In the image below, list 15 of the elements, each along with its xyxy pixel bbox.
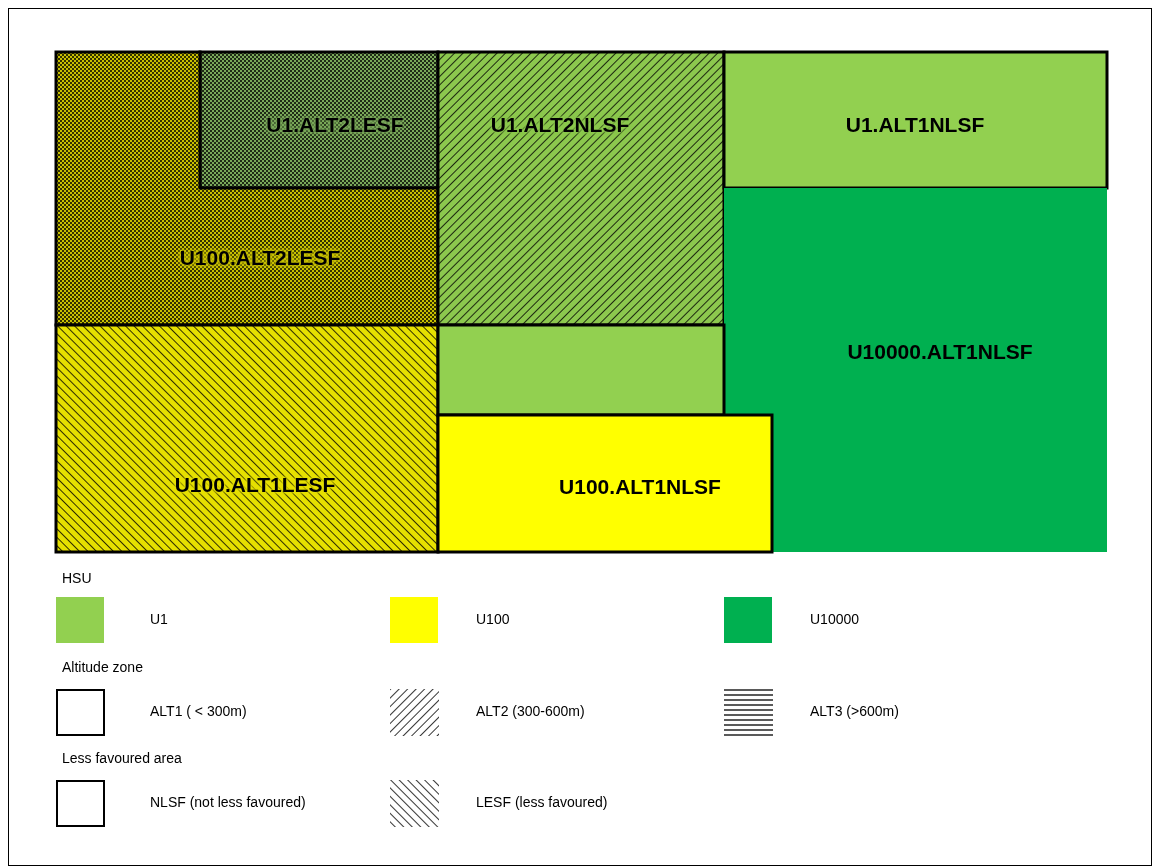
legend-text: ALT1 ( < 300m) (150, 703, 247, 719)
region-label: U100.ALT1NLSF (559, 475, 721, 499)
legend-text: NLSF (not less favoured) (150, 794, 306, 810)
legend-heading: HSU (62, 570, 92, 586)
legend-heading: Less favoured area (62, 750, 182, 766)
legend-text: ALT2 (300-600m) (476, 703, 585, 719)
legend-text: U10000 (810, 611, 860, 627)
region-label: U1.ALT1NLSF (845, 113, 985, 137)
legend-text: U1 (150, 611, 168, 627)
region-label: U10000.ALT1NLSF (847, 340, 1033, 364)
region-label: U1.ALT2LESF (266, 113, 404, 137)
legend-heading: Altitude zone (62, 659, 143, 675)
legend-text: U100 (476, 611, 510, 627)
legend-text: ALT3 (>600m) (810, 703, 899, 719)
legend-text: LESF (less favoured) (476, 794, 608, 810)
